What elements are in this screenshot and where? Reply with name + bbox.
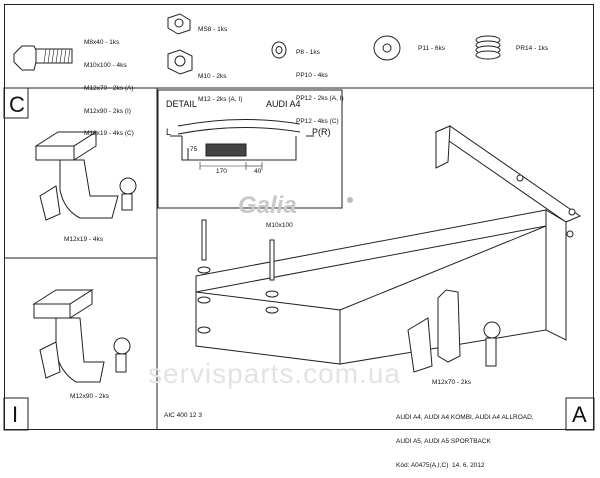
washer-spec-list: P8 - 1ks PP10 - 4ks PP12 - 2ks (A, I) PP… xyxy=(296,34,344,133)
a-label-box xyxy=(565,397,595,431)
m10x100-label: M10x100 xyxy=(266,222,293,229)
spring-washer-label: PR14 - 1ks xyxy=(516,45,549,52)
detail-bumper-section xyxy=(170,118,314,170)
model-line-1: AUDI A4, AUDI A4 KOMBI, AUDI A4 ALLROAD, xyxy=(396,414,534,421)
detail-car: AUDI A4 xyxy=(266,99,301,109)
washer-spec-2: PP10 - 4ks xyxy=(296,71,328,79)
drawing-code: AIC 400 12 3 xyxy=(164,412,202,419)
detail-left-label: L xyxy=(166,127,172,137)
model-list: AUDI A4, AUDI A4 KOMBI, AUDI A4 ALLROAD,… xyxy=(396,398,534,478)
nut-m10-spec-1: M10 - 2ks xyxy=(198,73,227,81)
galia-logo xyxy=(347,197,353,203)
panel-c-bolt-label: M12x19 - 4ks xyxy=(64,236,104,243)
nut-ms8-label: MS8 - 1ks xyxy=(198,26,228,33)
bolt-group-a xyxy=(197,219,279,334)
watermark-text: servisparts.com.ua xyxy=(148,358,401,389)
bolt-spec-5: M12x19 - 4ks (C) xyxy=(84,130,134,138)
model-line-2: AUDI A5, AUDI A5 SPORTBACK xyxy=(396,438,491,445)
model-line-3: Kód: A0475(A,I,C) 14. 6. 2012 xyxy=(396,462,485,469)
i-label-box xyxy=(3,397,29,431)
detail-frame xyxy=(157,89,343,209)
nut-ms8-icon xyxy=(167,13,191,35)
spring-washer-icon xyxy=(475,35,501,60)
bolt-spec-2: M10x100 - 4ks xyxy=(84,61,127,69)
bolt-spec-4: M12x90 - 2ks (I) xyxy=(84,107,131,115)
panel-c-letter: C xyxy=(9,92,25,117)
hitch-i-drawing xyxy=(32,289,131,383)
washer-p11-icon xyxy=(373,35,401,61)
panel-a-letter: A xyxy=(572,402,587,427)
panel-a-bolt-label: M12x70 - 2ks xyxy=(432,379,472,386)
detail-dim-40: 40 xyxy=(254,168,262,175)
drawing-sheet xyxy=(4,4,594,430)
detail-title: DETAIL xyxy=(166,99,197,109)
washer-spec-1: P8 - 1ks xyxy=(296,49,320,57)
washer-p8-icon xyxy=(271,41,287,59)
washer-spec-4: PP12 - 4ks (C) xyxy=(296,117,339,125)
c-label-box xyxy=(3,87,29,119)
washer-p11-label: P11 - 6ks xyxy=(418,45,445,52)
galia-brand-mark: Galia xyxy=(238,192,297,219)
panel-i-letter: I xyxy=(12,402,19,427)
nut-m10-spec-2: M12 - 2ks (A, I) xyxy=(198,95,243,103)
bolt-spec-3: M12x70 - 2ks (A) xyxy=(84,84,134,92)
detail-dim-170: 170 xyxy=(216,168,227,175)
bolt-icon xyxy=(13,45,73,71)
detail-right-label: P(R) xyxy=(312,127,331,137)
washer-spec-3: PP12 - 2ks (A, I) xyxy=(296,94,344,102)
hitch-c-drawing xyxy=(34,131,137,221)
panel-i-bolt-label: M12x90 - 2ks xyxy=(70,393,110,400)
nut-m10-spec-list: M10 - 2ks M12 - 2ks (A, I) xyxy=(198,58,242,111)
hitch-a-frame xyxy=(195,125,582,373)
bolt-spec-1: M8x40 - 1ks xyxy=(84,39,120,47)
nut-m10-icon xyxy=(167,49,193,75)
bolt-spec-list: M8x40 - 1ks M10x100 - 4ks M12x70 - 2ks (… xyxy=(84,24,134,146)
technical-drawing xyxy=(3,13,595,431)
detail-dim-75: 75 xyxy=(190,146,198,153)
